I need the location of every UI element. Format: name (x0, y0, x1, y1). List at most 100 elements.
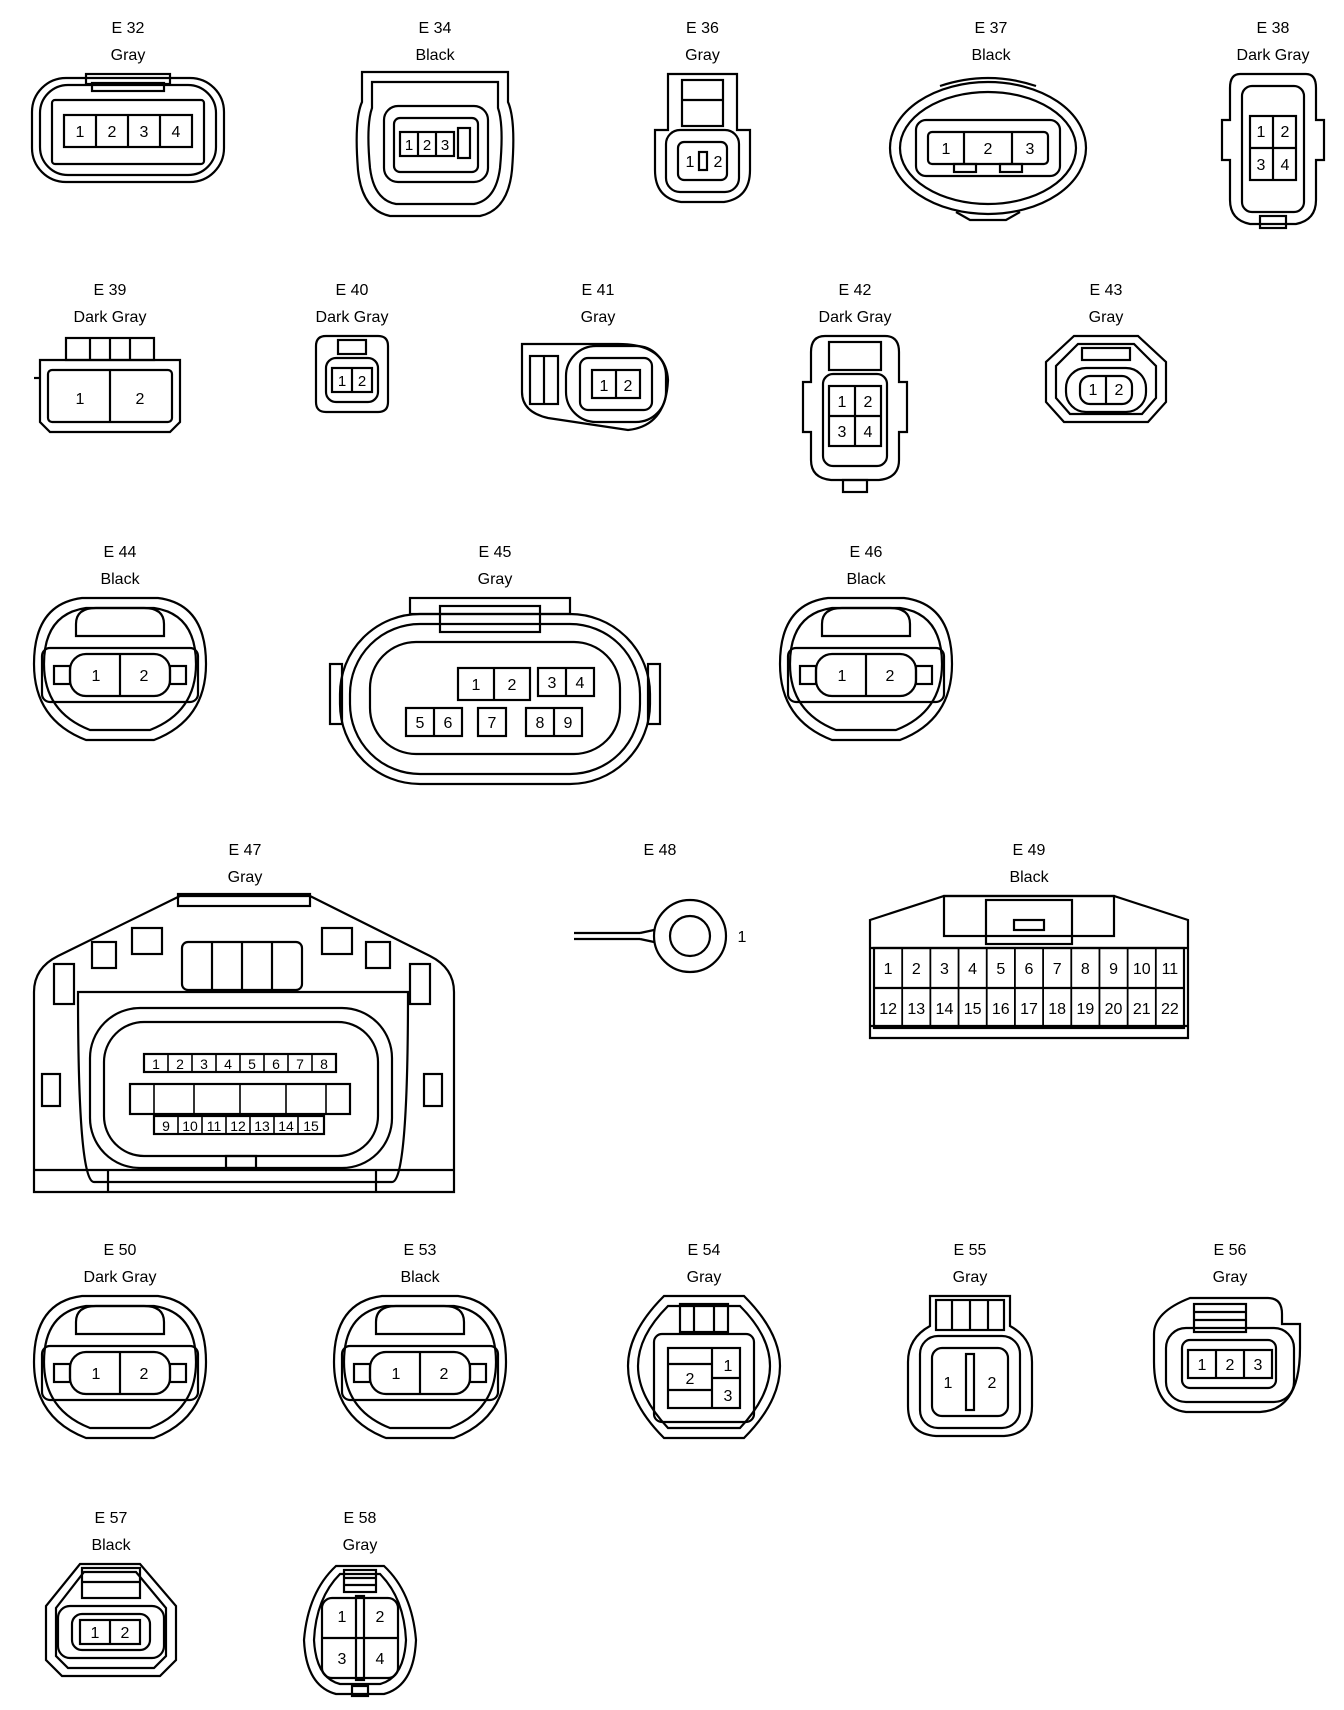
connector-e41: E 41 Gray 1 2 (518, 282, 678, 442)
pin-label: 22 (1161, 1001, 1179, 1018)
connector-color: Gray (686, 1269, 722, 1286)
pin-label: 2 (886, 668, 895, 685)
pin-label: 3 (338, 1651, 347, 1668)
pin-label: 18 (1048, 1001, 1066, 1018)
pin-label: 8 (536, 715, 545, 732)
pin-label: 3 (548, 675, 557, 692)
pin-label: 11 (1162, 961, 1179, 978)
connector-id: E 55 (953, 1242, 987, 1259)
connector-drawing: 1 2 (520, 342, 670, 432)
connector-id: E 34 (418, 20, 452, 37)
connector-drawing: 1 2 (653, 72, 752, 204)
connector-e55: E 55 Gray 1 2 (900, 1242, 1040, 1462)
connector-id: E 43 (1089, 282, 1123, 299)
pin-label: 9 (564, 715, 573, 732)
connector-id: E 50 (103, 1242, 137, 1259)
pin-label: 2 (140, 668, 149, 685)
pin-label: 6 (444, 715, 453, 732)
connector-id: E 44 (103, 544, 137, 561)
connector-color: Dark Gray (315, 309, 389, 326)
pin-label: 2 (864, 394, 873, 411)
pin-label: 3 (200, 1056, 208, 1072)
pin-label: 1 (884, 961, 893, 978)
connector-drawing: 1 2 (1044, 334, 1168, 424)
connector-color: Black (415, 47, 455, 64)
pin-label: 3 (1257, 157, 1266, 174)
connector-e56: E 56 Gray 1 2 3 (1150, 1242, 1310, 1422)
connector-color: Gray (1212, 1269, 1248, 1286)
pin-label: 2 (136, 391, 145, 408)
pin-label: 1 (1257, 124, 1266, 141)
pin-label: 2 (1115, 382, 1124, 399)
pin-label: 2 (988, 1375, 997, 1392)
connector-id: E 37 (974, 20, 1008, 37)
pin-label: 1 (738, 929, 747, 946)
connector-drawing: 1 2 3 4 (1220, 72, 1326, 230)
connector-e43: E 43 Gray 1 2 (1036, 282, 1176, 432)
connector-drawing: 1 2 (778, 596, 954, 742)
connector-drawing: 1 2 (32, 596, 208, 742)
connector-e32: E 32 Gray 1 2 3 4 (28, 20, 228, 190)
connector-id: E 56 (1213, 1242, 1247, 1259)
connector-drawing: 1 2 (32, 1294, 208, 1440)
connector-drawing: 1 2 3 (1152, 1296, 1302, 1414)
connector-drawing: 1 2 3 4 (302, 1564, 418, 1698)
pin-label: 3 (140, 124, 149, 141)
pin-label: 20 (1105, 1001, 1123, 1018)
pin-label: 6 (272, 1056, 280, 1072)
pin-label: 15 (303, 1118, 319, 1134)
pin-label: 2 (140, 1366, 149, 1383)
connector-drawing: 1 2 3 (355, 70, 515, 218)
pin-label: 2 (423, 137, 431, 154)
pin-label: 21 (1133, 1001, 1151, 1018)
connector-e38: E 38 Dark Gray 1 2 3 4 (1218, 20, 1328, 240)
pin-label: 7 (296, 1056, 304, 1072)
pin-label: 9 (162, 1118, 170, 1134)
pin-label: 1 (944, 1375, 953, 1392)
connector-color: Black (1009, 869, 1049, 886)
connector-id: E 36 (686, 20, 719, 37)
pin-label: 2 (121, 1625, 130, 1642)
pin-label: 1 (472, 677, 481, 694)
pin-label: 3 (441, 137, 449, 154)
connector-drawing: 1 2 3 (626, 1294, 782, 1440)
connector-color: Gray (1088, 309, 1124, 326)
connector-drawing: 1 2 (34, 336, 182, 434)
pin-label: 1 (942, 141, 951, 158)
connector-e57: E 57 Black 1 2 (36, 1510, 186, 1690)
pin-label: 2 (376, 1609, 385, 1626)
pin-label: 3 (838, 424, 847, 441)
pin-label: 2 (176, 1056, 184, 1072)
pin-label: 4 (1281, 157, 1290, 174)
pin-label: 12 (879, 1001, 897, 1018)
connector-id: E 53 (403, 1242, 437, 1259)
connector-drawing: 1 2 (906, 1294, 1034, 1438)
pin-label: 19 (1076, 1001, 1094, 1018)
pin-label: 2 (912, 961, 921, 978)
connector-color: Gray (477, 571, 513, 588)
pin-label: 15 (964, 1001, 982, 1018)
pin-label: 2 (1226, 1357, 1235, 1374)
pin-label: 4 (864, 424, 873, 441)
pin-label: 6 (1025, 961, 1034, 978)
connector-e40: E 40 Dark Gray 1 2 (302, 282, 402, 422)
pin-label: 10 (1133, 961, 1151, 978)
pin-label: 1 (92, 1366, 101, 1383)
pin-label: 4 (224, 1056, 232, 1072)
connector-color: Black (971, 47, 1011, 64)
pin-label: 7 (488, 715, 497, 732)
connector-drawing: 1 2 3 4 5 6 7 8 9 10 11 12 13 14 15 (32, 892, 456, 1194)
pin-label: 14 (936, 1001, 954, 1018)
connector-e37: E 37 Black 1 2 3 (886, 20, 1096, 222)
pin-label: 10 (182, 1118, 198, 1134)
connector-color: Gray (110, 47, 146, 64)
connector-id: E 54 (687, 1242, 721, 1259)
connector-id: E 38 (1256, 20, 1290, 37)
pin-label: 4 (968, 961, 977, 978)
connector-e42: E 42 Dark Gray 1 2 3 4 (795, 282, 915, 502)
pin-label: 5 (248, 1056, 256, 1072)
connector-e46: E 46 Black 1 2 (776, 544, 956, 764)
connector-e48: E 48 1 (570, 842, 750, 974)
pin-label: 2 (358, 373, 366, 390)
connector-color: Gray (685, 47, 720, 64)
